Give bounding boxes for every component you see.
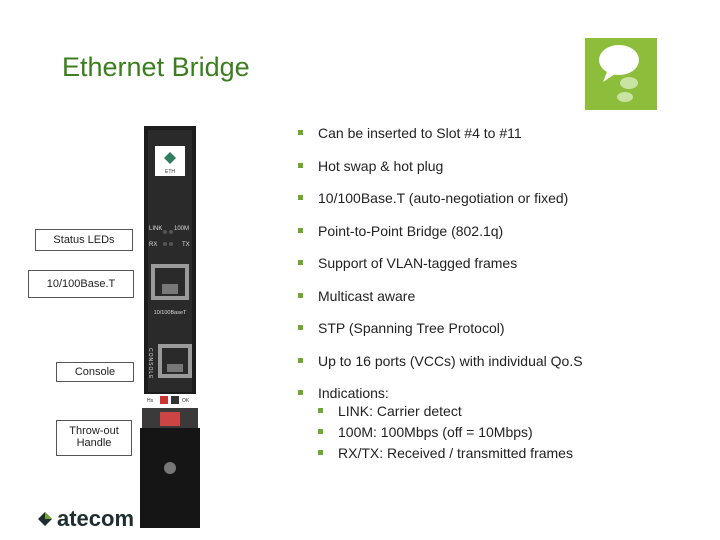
brand-logo: atecom	[37, 506, 134, 532]
sub-list-item: RX/TX: Received / transmitted frames	[318, 445, 708, 466]
list-item: Hot swap & hot plug	[298, 158, 708, 191]
bullet-square-icon	[298, 325, 303, 330]
bullet-square-icon	[298, 195, 303, 200]
ethernet-module-image: ETH LINK 100M RX TX 10/100BaseT CONSOLE …	[138, 126, 202, 531]
list-item: Point-to-Point Bridge (802.1q)	[298, 223, 708, 256]
led-link-label: LINK	[149, 226, 162, 232]
callout-throw-out-line2: Handle	[76, 437, 112, 449]
led-rx-label: RX	[149, 242, 157, 248]
corner-logo	[585, 38, 657, 110]
indications-sublist: LINK: Carrier detect 100M: 100Mbps (off …	[318, 403, 708, 466]
brand-diamond-icon	[38, 512, 52, 526]
brand-name: atecom	[57, 506, 135, 531]
callout-status-leds-text: Status LEDs	[53, 234, 115, 246]
bullet-square-icon	[318, 450, 323, 455]
list-item: Up to 16 ports (VCCs) with individual Qo…	[298, 353, 708, 386]
slide-title: Ethernet Bridge	[62, 52, 250, 82]
port-label: 10/100BaseT	[154, 310, 187, 316]
bullet-square-icon	[318, 408, 323, 413]
sub-list-item: 100M: 100Mbps (off = 10Mbps)	[318, 424, 708, 445]
callout-console: Console	[56, 362, 134, 382]
bullet-square-icon	[298, 292, 303, 298]
ok-label: OK	[182, 398, 190, 404]
callout-port-text: 10/100Base.T	[46, 278, 116, 290]
bullet-square-icon	[318, 429, 323, 434]
bullet-square-icon	[298, 260, 303, 265]
led-100m-label: 100M	[174, 226, 189, 232]
list-item: STP (Spanning Tree Protocol)	[298, 320, 708, 353]
callout-console-text: Console	[74, 366, 116, 378]
bullet-square-icon	[298, 227, 303, 233]
list-item: 10/100Base.T (auto-negotiation or fixed)	[298, 190, 708, 223]
callout-port: 10/100Base.T	[28, 270, 134, 298]
list-item: Support of VLAN-tagged frames	[298, 255, 708, 288]
bullet-square-icon	[298, 162, 303, 168]
bullet-square-icon	[298, 390, 303, 395]
list-item: Can be inserted to Slot #4 to #11	[298, 125, 708, 158]
list-item: Multicast aware	[298, 288, 708, 321]
sub-list-item: LINK: Carrier detect	[318, 403, 708, 424]
list-item-indications: Indications: LINK: Carrier detect 100M: …	[298, 385, 708, 466]
hs-label: Hs	[147, 398, 154, 404]
console-vertical-label: CONSOLE	[147, 348, 153, 379]
feature-list: Can be inserted to Slot #4 to #11 Hot sw…	[298, 125, 708, 466]
device-logo-text: ETH	[165, 169, 175, 175]
bullet-square-icon	[298, 130, 303, 135]
led-tx-label: TX	[182, 242, 190, 248]
callout-throw-out-handle: Throw-out Handle	[56, 420, 132, 456]
bullet-square-icon	[298, 357, 303, 363]
callout-throw-out-line1: Throw-out	[69, 425, 119, 437]
callout-status-leds: Status LEDs	[35, 229, 133, 251]
